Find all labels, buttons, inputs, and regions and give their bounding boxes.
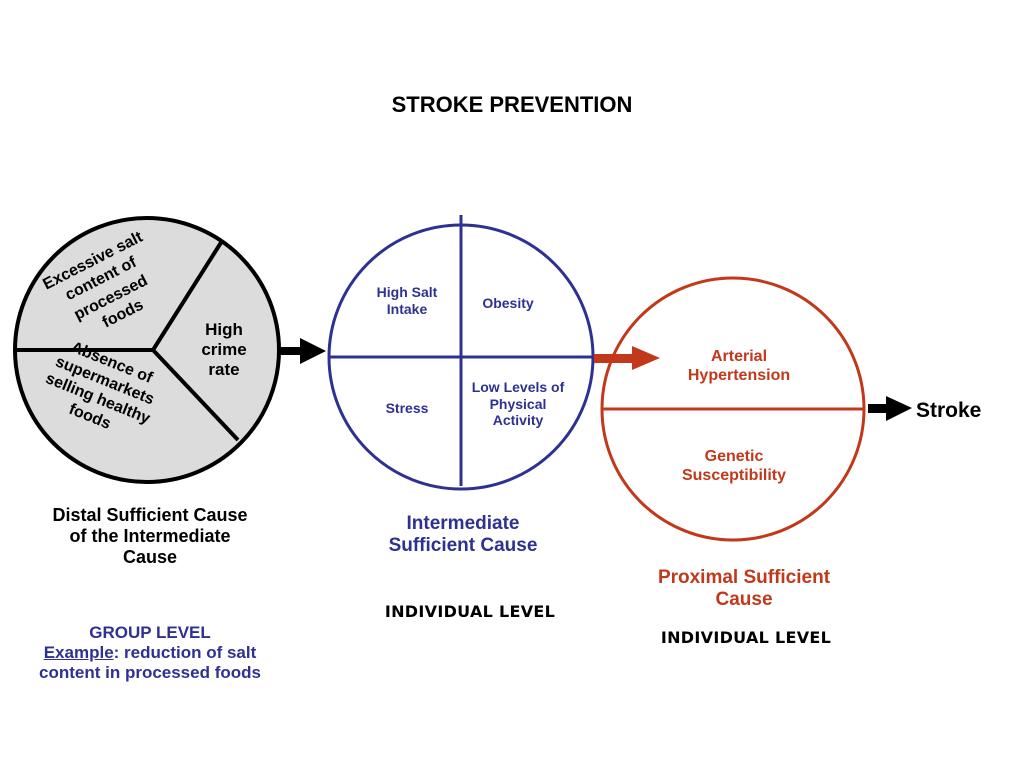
- distal-segment-high-crime: High crime rate: [201, 320, 247, 380]
- distal-divider-upper: [151, 239, 224, 352]
- proximal-cause-circle: [600, 276, 866, 542]
- example-description: : reduction of salt content in processed…: [39, 643, 261, 683]
- half-genetic-susceptibility: Genetic Susceptibility: [681, 448, 787, 484]
- quadrant-low-physical-activity: Low Levels of Physical Activity: [471, 379, 565, 429]
- arrow-distal-to-intermediate: [280, 338, 326, 364]
- example-text: Example: reduction of salt content in pr…: [30, 643, 270, 683]
- proximal-level: INDIVIDUAL LEVEL: [660, 628, 832, 647]
- intermediate-cause-circle: [327, 215, 595, 491]
- distal-divider-lower: [151, 348, 240, 442]
- quadrant-high-salt-intake: High Salt Intake: [376, 284, 438, 317]
- distal-cause-circle: [13, 216, 281, 484]
- proximal-caption: Proximal Sufficient Cause: [657, 567, 831, 611]
- arrow-proximal-to-stroke: [868, 396, 912, 421]
- distal-level: GROUP LEVEL Example: reduction of salt c…: [30, 623, 270, 683]
- outcome-stroke: Stroke: [916, 399, 982, 422]
- example-label: Example: [43, 643, 114, 663]
- half-arterial-hypertension: Arterial Hypertension: [687, 348, 791, 384]
- distal-caption: Distal Sufficient Cause of the Intermedi…: [52, 505, 248, 568]
- quadrant-stress: Stress: [385, 400, 429, 416]
- intermediate-caption: Intermediate Sufficient Cause: [388, 513, 538, 557]
- quadrant-obesity: Obesity: [482, 295, 534, 311]
- group-level-label: GROUP LEVEL: [89, 623, 211, 642]
- intermediate-level: INDIVIDUAL LEVEL: [384, 602, 556, 621]
- arrow-intermediate-to-proximal: [594, 346, 660, 370]
- diagram-title: STROKE PREVENTION: [391, 92, 633, 117]
